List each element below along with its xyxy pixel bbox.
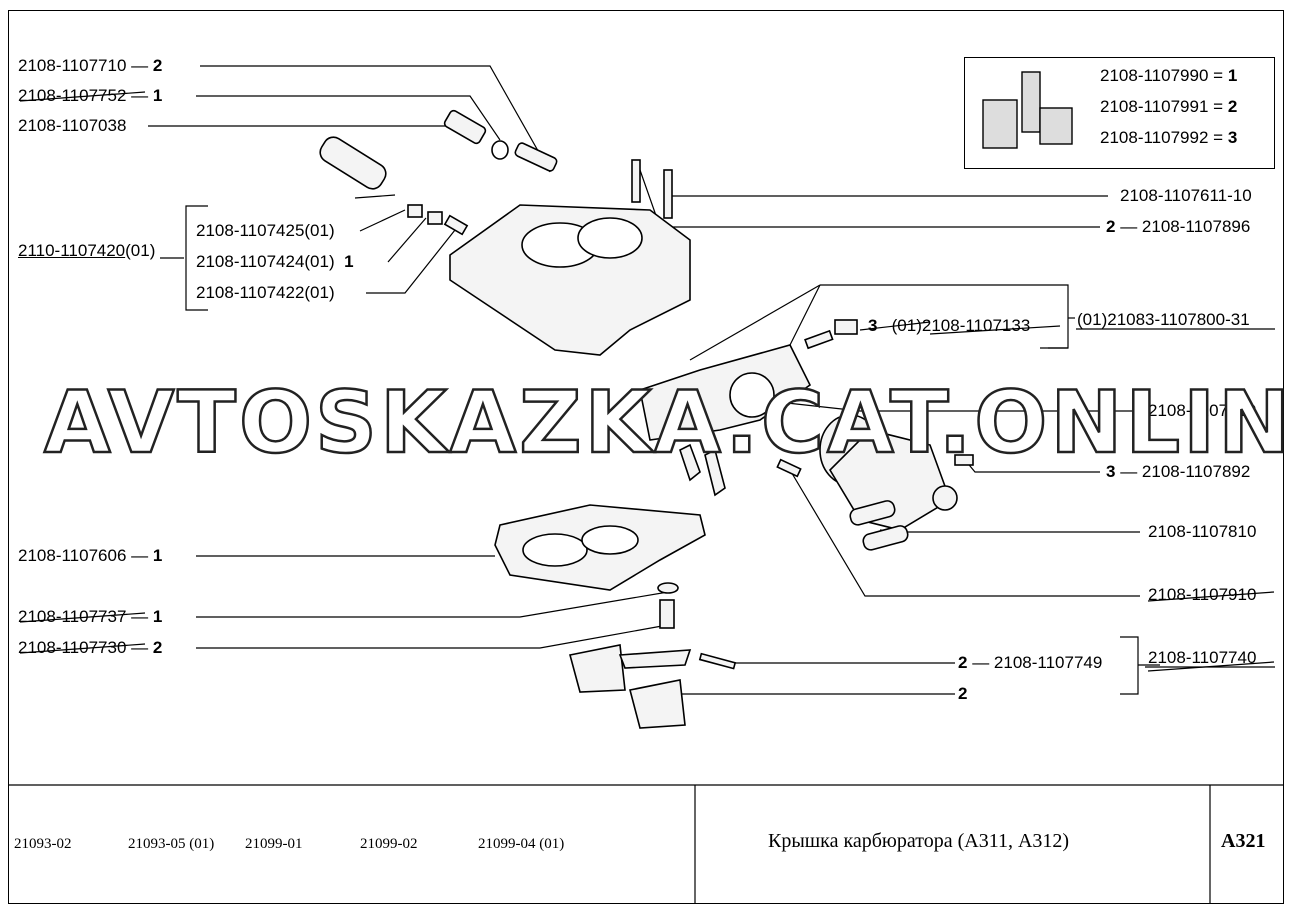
footer-model-4: 21099-02 (360, 836, 418, 852)
label-right-2: 2 — 2108-1107896 (1106, 217, 1251, 236)
legend-row-1: 2108-1107990 = 1 (1100, 66, 1238, 85)
leader-l9 (196, 625, 663, 649)
label-group-left: 2110-1107420(01) (18, 241, 156, 260)
label-left-9: 2108-1107730 — 2 (18, 638, 163, 657)
label-left-1: 2108-1107710 — 2 (18, 56, 163, 75)
label-right-8: 2 (958, 684, 968, 703)
float-axle (698, 652, 737, 670)
gasket-hole-1 (522, 533, 588, 567)
leader-l4 (359, 209, 406, 232)
inlet-gasket (491, 140, 509, 160)
legend-block-1 (982, 99, 1018, 149)
leader-sub-a (689, 284, 821, 361)
strike-mark-sub (929, 325, 1061, 335)
label-float-group: 2108-1107740 (1148, 648, 1257, 667)
leader-sub-part (859, 321, 931, 331)
label-left-7: 2108-1107606 — 1 (18, 546, 163, 565)
inlet-fitting (443, 109, 487, 145)
screw-1 (631, 159, 641, 203)
label-right-5: 2108-1107810 (1148, 522, 1257, 541)
label-left-6: 2108-1107422(01) (196, 283, 335, 302)
inlet-filter (514, 142, 558, 172)
jet-small (443, 214, 469, 236)
float-2 (629, 679, 686, 729)
label-left-3: 2108-1107038 (18, 116, 127, 135)
label-left-2: 2108-1107752 — 1 (18, 86, 163, 105)
footer-model-2: 21093-05 (01) (128, 836, 215, 852)
legend-row-3: 2108-1107992 = 3 (1100, 128, 1238, 147)
solenoid-valve (319, 136, 387, 190)
heater-cap (932, 485, 958, 511)
screw-mid (776, 458, 802, 478)
sub-screw (804, 329, 834, 350)
footer-model-5: 21099-04 (01) (478, 836, 565, 852)
leader-l1 (200, 65, 551, 173)
leader-l8 (196, 591, 669, 618)
leader-sub-b (789, 284, 821, 346)
leader-l5 (387, 217, 427, 263)
float-1 (569, 644, 626, 693)
label-left-4: 2108-1107425(01) (196, 221, 335, 240)
leader-r5 (879, 529, 1140, 533)
footer-title: Крышка карбюратора (А311, А312) (768, 830, 1070, 852)
label-sub-group: 3 (01)2108-1107133 (868, 316, 1031, 335)
footer-code: А321 (1221, 830, 1266, 852)
leader-r6 (789, 469, 1140, 597)
strike-mark-l9 (19, 643, 146, 654)
bracket-float (1120, 636, 1139, 695)
drawing-frame (8, 10, 1284, 904)
footer-model-1: 21093-02 (14, 836, 72, 852)
strike-mark-l8 (19, 612, 146, 623)
gasket-hole-2 (581, 525, 639, 555)
label-right-4: 3 — 2108-1107892 (1106, 462, 1251, 481)
choke-rod (704, 448, 726, 497)
strike-mark-r6 (1147, 591, 1275, 602)
sub-clip (834, 319, 858, 335)
legend-rod (1021, 71, 1041, 133)
choke-lever (679, 443, 701, 482)
strike-mark-float (1147, 661, 1275, 672)
legend-row-2: 2108-1107991 = 2 (1100, 97, 1238, 116)
label-sub-group-parent: (01)21083-1107800-31 (1077, 310, 1250, 329)
leader-l6 (366, 229, 456, 294)
choke-diaphragm (729, 372, 775, 418)
float-arm (618, 649, 692, 669)
leader-to-pump (354, 194, 396, 199)
label-right-6: 2108-1107910 (1148, 585, 1257, 604)
legend-block-2 (1039, 107, 1073, 145)
needle-valve (659, 599, 675, 629)
label-left-8: 2108-1107737 — 1 (18, 607, 163, 626)
leader-r2 (639, 169, 1100, 228)
leader-r3 (759, 399, 1140, 412)
label-left-5: 2108-1107424(01) 1 (196, 252, 354, 271)
cover-bore-2 (577, 217, 643, 259)
leader-l2 (196, 95, 501, 141)
legend-box: 2108-1107990 = 1 2108-1107991 = 2 2108-1… (964, 57, 1275, 169)
bracket-left (185, 205, 208, 311)
stud-1 (663, 169, 673, 219)
nut-small (427, 211, 443, 225)
label-right-1: 2108-1107611-10 (1120, 186, 1252, 205)
footer-model-3: 21099-01 (245, 836, 303, 852)
strike-mark-l2 (19, 91, 146, 102)
heater-pipe-1 (849, 500, 896, 526)
screw-right (954, 454, 974, 466)
label-right-3: 2108-1107819 (1148, 401, 1257, 420)
choke-housing (639, 344, 812, 441)
heater-pipe-2 (862, 525, 909, 551)
label-right-7: 2 — 2108-1107749 (958, 653, 1103, 672)
watermark: AVTOSKAZKA.CAT.ONLINE (43, 372, 1296, 475)
washer-small (407, 204, 423, 218)
needle-washer (657, 582, 679, 594)
